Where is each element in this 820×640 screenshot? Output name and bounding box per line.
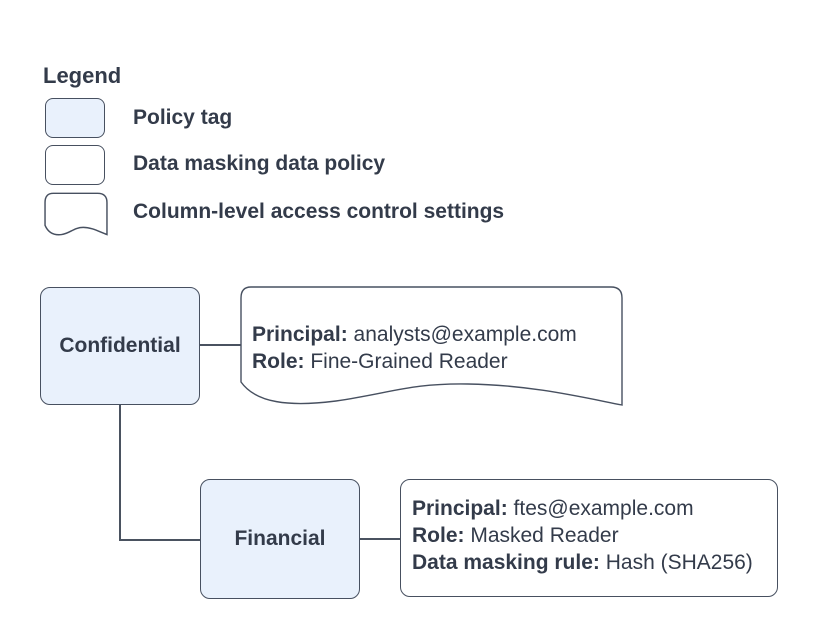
connector-confidential-to-financial-horizontal [119, 539, 201, 541]
connector-financial-to-masking-policy [360, 538, 401, 540]
connector-confidential-to-access-control [200, 344, 241, 346]
data-masking-policy-text: Principal: ftes@example.com Role: Masked… [412, 495, 753, 576]
role-value: Masked Reader [464, 524, 619, 547]
policy-tag-confidential-label: Confidential [59, 334, 181, 357]
role-line: Role: Masked Reader [412, 522, 753, 549]
data-masking-policy-box [400, 479, 778, 597]
legend-access-control-label: Column-level access control settings [133, 200, 505, 223]
principal-line: Principal: analysts@example.com [252, 321, 577, 348]
policy-tag-confidential: Confidential [40, 287, 200, 405]
connector-confidential-to-financial-vertical [119, 405, 121, 540]
principal-value: ftes@example.com [507, 497, 694, 520]
masking-rule-line: Data masking rule: Hash (SHA256) [412, 549, 753, 576]
principal-label: Principal: [412, 497, 508, 520]
access-control-document-text: Principal: analysts@example.com Role: Fi… [252, 321, 577, 375]
policy-tag-financial: Financial [200, 479, 360, 599]
role-label: Role: [252, 350, 305, 373]
principal-value: analysts@example.com [347, 323, 577, 346]
legend-data-policy-swatch [45, 145, 105, 185]
principal-label: Principal: [252, 323, 348, 346]
role-value: Fine-Grained Reader [304, 350, 508, 373]
role-label: Role: [412, 524, 465, 547]
legend-title: Legend [43, 63, 122, 88]
principal-line: Principal: ftes@example.com [412, 495, 753, 522]
legend-policy-tag-swatch [45, 98, 105, 138]
role-line: Role: Fine-Grained Reader [252, 348, 577, 375]
masking-rule-label: Data masking rule: [412, 551, 600, 574]
legend-access-control-document-icon [44, 192, 108, 236]
policy-tag-financial-label: Financial [234, 527, 326, 550]
masking-rule-value: Hash (SHA256) [599, 551, 753, 574]
legend-data-policy-label: Data masking data policy [133, 152, 386, 175]
access-control-document [240, 286, 623, 406]
legend-policy-tag-label: Policy tag [133, 106, 233, 129]
